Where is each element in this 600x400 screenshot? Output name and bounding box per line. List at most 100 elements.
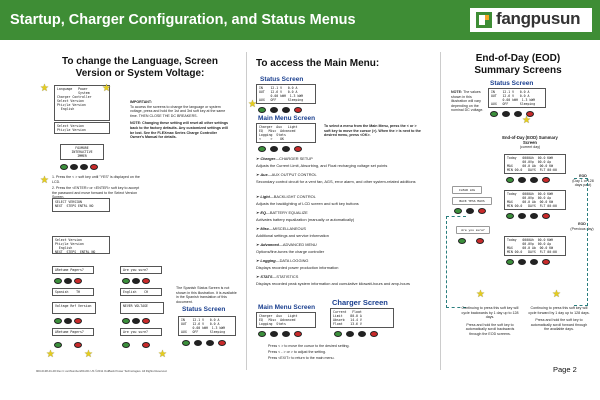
soft-key-button[interactable] bbox=[122, 278, 130, 284]
soft-key-button[interactable] bbox=[270, 107, 278, 113]
soft-key-button[interactable] bbox=[258, 146, 266, 152]
lcd-line: MIN 00.0 DAYS FLT 00:00 bbox=[507, 250, 557, 254]
continue-backward-note: Continuing to press this soft key will c… bbox=[460, 306, 520, 337]
soft-key-button[interactable] bbox=[270, 331, 278, 337]
lcd-line: OUT 12.6 V 0.0 A bbox=[491, 94, 530, 98]
col1-title-line1: To change the Language, Screen bbox=[62, 56, 218, 67]
clear-log-lcd: CLEAR LOG bbox=[452, 186, 482, 194]
soft-key-button[interactable] bbox=[218, 340, 226, 346]
hold-left-text: Press and hold the soft key to automatic… bbox=[465, 322, 515, 336]
lcd-line: Absorb 14.4 V bbox=[333, 318, 362, 322]
soft-key-button[interactable] bbox=[90, 164, 98, 170]
soft-key-button[interactable] bbox=[506, 177, 514, 183]
chevron-right-icon: ➢ bbox=[256, 258, 261, 263]
soft-key-button[interactable] bbox=[194, 340, 202, 346]
col3-status-lcd: IN 12.1 V 0.0 A OUT 12.6 V 0.0 A 0.00 kW… bbox=[488, 88, 546, 108]
soft-key-button[interactable] bbox=[74, 318, 82, 324]
lcd-line: INTERACTIVE bbox=[71, 150, 93, 154]
soft-key-button[interactable] bbox=[370, 331, 378, 337]
lcd-line: 00.0Vp 00.0 Ap bbox=[507, 160, 552, 164]
language-lcd: Language Power System Charger Controller… bbox=[54, 85, 110, 121]
soft-key-button[interactable] bbox=[518, 259, 526, 265]
soft-key-button[interactable] bbox=[80, 164, 88, 170]
soft-key-button[interactable] bbox=[466, 208, 474, 214]
soft-key-button[interactable] bbox=[294, 107, 302, 113]
lcd-line: < > OK bbox=[259, 137, 284, 141]
soft-key-button[interactable] bbox=[518, 177, 526, 183]
soft-key-button[interactable] bbox=[70, 164, 78, 170]
soft-key-button[interactable] bbox=[454, 208, 462, 214]
soft-key-button[interactable] bbox=[518, 213, 526, 219]
soft-key-button[interactable] bbox=[530, 259, 538, 265]
soft-key-button[interactable] bbox=[142, 278, 150, 284]
soft-key-button[interactable] bbox=[122, 318, 130, 324]
soft-key-button[interactable] bbox=[514, 111, 522, 117]
soft-key-button[interactable] bbox=[530, 177, 538, 183]
select-menu-instructions: To select a menu from the Main Menu, pre… bbox=[324, 124, 421, 138]
menu-item-desc: —BATTERY EQUALIZE bbox=[265, 210, 308, 215]
soft-key-button[interactable] bbox=[282, 331, 290, 337]
menu-item-desc: —ADVANCED MENU bbox=[278, 242, 317, 247]
soft-key-button[interactable] bbox=[270, 146, 278, 152]
soft-key-button[interactable] bbox=[506, 213, 514, 219]
spanish-note: The Spanish Status Screen is not shown i… bbox=[176, 286, 237, 304]
soft-key-button[interactable] bbox=[478, 208, 486, 214]
select-version-lcd-2: SELECT VERSION NEXT STEPS ENTRL NO bbox=[52, 198, 110, 212]
soft-key-button[interactable] bbox=[542, 259, 550, 265]
soft-key-button[interactable] bbox=[74, 342, 82, 348]
flow-loop-right bbox=[574, 178, 588, 306]
soft-key-button[interactable] bbox=[142, 318, 150, 324]
soft-key-button[interactable] bbox=[294, 331, 302, 337]
soft-key-button[interactable] bbox=[74, 278, 82, 284]
soft-key-button[interactable] bbox=[506, 259, 514, 265]
menu-item-desc: —AUX OUTPUT CONTROL bbox=[267, 172, 317, 177]
soft-key-button[interactable] bbox=[60, 164, 68, 170]
soft-key-button[interactable] bbox=[132, 278, 140, 284]
soft-key-button[interactable] bbox=[64, 278, 72, 284]
menu-detail-eq: Activates battery equalization (manually… bbox=[256, 217, 355, 222]
column-divider-1 bbox=[246, 52, 247, 370]
lcd-line: EQ Misc Advanced bbox=[259, 129, 296, 133]
soft-key-button[interactable] bbox=[542, 213, 550, 219]
lcd-line: Select Version bbox=[55, 238, 82, 242]
press-instruction-2: Press < - > or > to adjust the setting. bbox=[268, 350, 327, 354]
lcd-line: ARetume Pagers? bbox=[55, 330, 84, 334]
bottom-main-menu-lcd: Charger Aux Light EQ Misc Advanced Loggi… bbox=[256, 312, 316, 328]
soft-key-button[interactable] bbox=[182, 340, 190, 346]
soft-key-button[interactable] bbox=[282, 107, 290, 113]
brand-name: fangpusun bbox=[496, 9, 581, 28]
soft-key-button[interactable] bbox=[526, 111, 534, 117]
soft-key-button[interactable] bbox=[490, 111, 498, 117]
eod1-subtitle: (Day 1 of 128 days past) bbox=[572, 178, 594, 188]
soft-key-button[interactable] bbox=[502, 111, 510, 117]
footer-note: 900-0138-01-00 Rev C certNumber2011/01 U… bbox=[36, 369, 168, 373]
chevron-right-icon: ➢ bbox=[256, 242, 261, 247]
soft-key-button[interactable] bbox=[358, 331, 366, 337]
soft-key-button[interactable] bbox=[122, 342, 130, 348]
soft-key-button[interactable] bbox=[142, 342, 150, 348]
soft-key-button[interactable] bbox=[458, 238, 466, 244]
soft-key-button[interactable] bbox=[54, 278, 62, 284]
soft-key-button[interactable] bbox=[54, 342, 62, 348]
eod-summary-lcd: Today 0000Ah 00.0 KWH 00.0Vp 00.0 Ap MAX… bbox=[504, 154, 566, 174]
menu-item-stats: ➢ STATS—STATISTICS bbox=[256, 274, 466, 279]
lcd-line: OUT 12.6 V 0.0 A bbox=[181, 322, 220, 326]
soft-key-button[interactable] bbox=[54, 318, 62, 324]
soft-key-button[interactable] bbox=[346, 331, 354, 337]
soft-key-button[interactable] bbox=[294, 146, 302, 152]
eod2-subtitle: (Previous day) bbox=[570, 226, 594, 231]
soft-key-button[interactable] bbox=[258, 331, 266, 337]
lcd-line: Are you sure? bbox=[123, 330, 148, 334]
lcd-line: 0.00 kWH 1.3 kWH bbox=[259, 94, 304, 98]
soft-key-button[interactable] bbox=[206, 340, 214, 346]
menu-detail-charger: Adjusts the Current Limit, Absorbing, an… bbox=[256, 163, 388, 168]
soft-key-button[interactable] bbox=[258, 107, 266, 113]
lcd-line: Ptiz/Le Version bbox=[55, 242, 84, 246]
soft-key-button[interactable] bbox=[64, 318, 72, 324]
soft-key-button[interactable] bbox=[476, 238, 484, 244]
soft-key-button[interactable] bbox=[334, 331, 342, 337]
soft-key-button[interactable] bbox=[530, 213, 538, 219]
soft-key-button[interactable] bbox=[282, 146, 290, 152]
soft-key-button[interactable] bbox=[132, 318, 140, 324]
soft-key-button[interactable] bbox=[542, 177, 550, 183]
